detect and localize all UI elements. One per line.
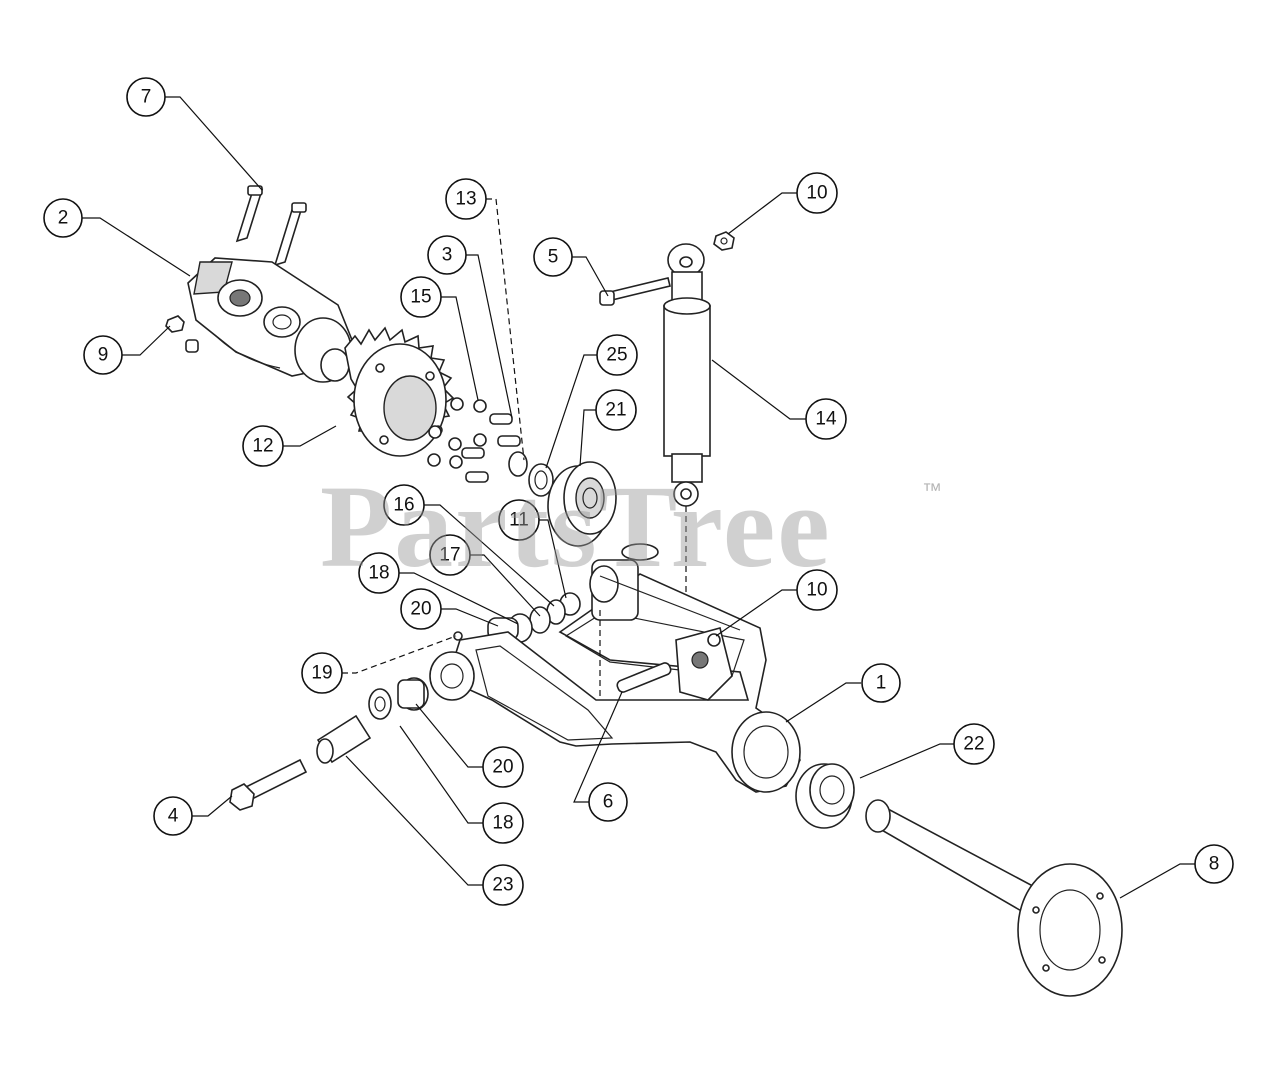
svg-text:2: 2 [58, 208, 69, 229]
part-12-sprocket [344, 326, 455, 457]
part-22-seal [795, 763, 855, 829]
callout-12[interactable]: 12 [242, 425, 284, 467]
part-14-shock [663, 243, 711, 630]
part-10-nut-top [713, 231, 735, 251]
svg-text:3: 3 [442, 245, 453, 266]
callout-2[interactable]: 2 [43, 198, 83, 238]
part-8-axle [865, 799, 1123, 997]
svg-text:20: 20 [492, 757, 513, 778]
svg-text:7: 7 [141, 87, 152, 108]
callout-22[interactable]: 22 [953, 723, 995, 765]
callout-15[interactable]: 15 [400, 276, 442, 318]
leader-lines [82, 96, 1195, 899]
svg-text:5: 5 [548, 247, 559, 268]
part-9-nut [165, 315, 199, 353]
callout-10-lower[interactable]: 10 [796, 569, 838, 611]
part-11-16-17-stack [529, 592, 581, 634]
part-1-swing-arm [429, 543, 801, 793]
part-6-pin [616, 662, 672, 693]
part-2-gear-housing [187, 257, 353, 383]
svg-text:19: 19 [311, 663, 332, 684]
callout-21[interactable]: 21 [595, 389, 637, 431]
svg-text:20: 20 [410, 599, 431, 620]
part-21-bearing [547, 461, 617, 547]
part-15-nuts [427, 397, 487, 469]
callout-20-lower[interactable]: 20 [482, 746, 524, 788]
svg-text:22: 22 [963, 734, 984, 755]
callout-11[interactable]: 11 [498, 499, 540, 541]
svg-text:1: 1 [876, 673, 887, 694]
callout-10-top[interactable]: 10 [796, 172, 838, 214]
svg-text:25: 25 [606, 345, 627, 366]
callout-17[interactable]: 17 [429, 534, 471, 576]
svg-text:10: 10 [806, 183, 827, 204]
callout-5[interactable]: 5 [533, 237, 573, 277]
svg-text:18: 18 [368, 563, 389, 584]
callout-14[interactable]: 14 [805, 398, 847, 440]
svg-text:18: 18 [492, 813, 513, 834]
callout-20-upper[interactable]: 20 [400, 588, 442, 630]
svg-text:13: 13 [455, 189, 476, 210]
part-4-bolt [229, 758, 308, 811]
part-20-18-lower [368, 677, 429, 720]
trademark-symbol: ™ [922, 480, 942, 502]
callout-18-upper[interactable]: 18 [358, 552, 400, 594]
callout-3[interactable]: 3 [427, 235, 467, 275]
part-5-bolt [599, 277, 671, 306]
callout-6[interactable]: 6 [588, 782, 628, 822]
callout-18-lower[interactable]: 18 [482, 802, 524, 844]
svg-text:12: 12 [252, 436, 273, 457]
callout-1[interactable]: 1 [861, 663, 901, 703]
svg-text:21: 21 [605, 400, 626, 421]
callout-13[interactable]: 13 [445, 178, 487, 220]
parts-drawing [165, 185, 1123, 997]
callout-7[interactable]: 7 [126, 77, 166, 117]
callout-8[interactable]: 8 [1194, 844, 1234, 884]
svg-text:10: 10 [806, 580, 827, 601]
part-23-sleeve [316, 714, 372, 764]
svg-text:11: 11 [509, 510, 529, 531]
callout-9[interactable]: 9 [83, 335, 123, 375]
callout-23[interactable]: 23 [482, 864, 524, 906]
svg-text:8: 8 [1209, 854, 1220, 875]
svg-text:17: 17 [439, 545, 460, 566]
svg-text:16: 16 [393, 495, 414, 516]
svg-text:15: 15 [410, 287, 431, 308]
svg-text:9: 9 [98, 345, 109, 366]
part-3-bolts [461, 413, 521, 483]
svg-text:6: 6 [603, 792, 614, 813]
part-13-washer [508, 451, 528, 477]
callout-19[interactable]: 19 [301, 652, 343, 694]
callout-16[interactable]: 16 [383, 484, 425, 526]
callouts: 7 2 9 12 13 3 15 25 21 5 10 14 16 11 17 … [43, 77, 1234, 906]
callout-4[interactable]: 4 [153, 796, 193, 836]
svg-text:23: 23 [492, 875, 513, 896]
partstree-watermark: PartsTree [320, 461, 832, 592]
part-7-bolts [235, 185, 307, 267]
svg-text:14: 14 [815, 409, 837, 430]
svg-text:4: 4 [168, 806, 179, 827]
part-25-ring [528, 463, 554, 497]
callout-25[interactable]: 25 [596, 334, 638, 376]
